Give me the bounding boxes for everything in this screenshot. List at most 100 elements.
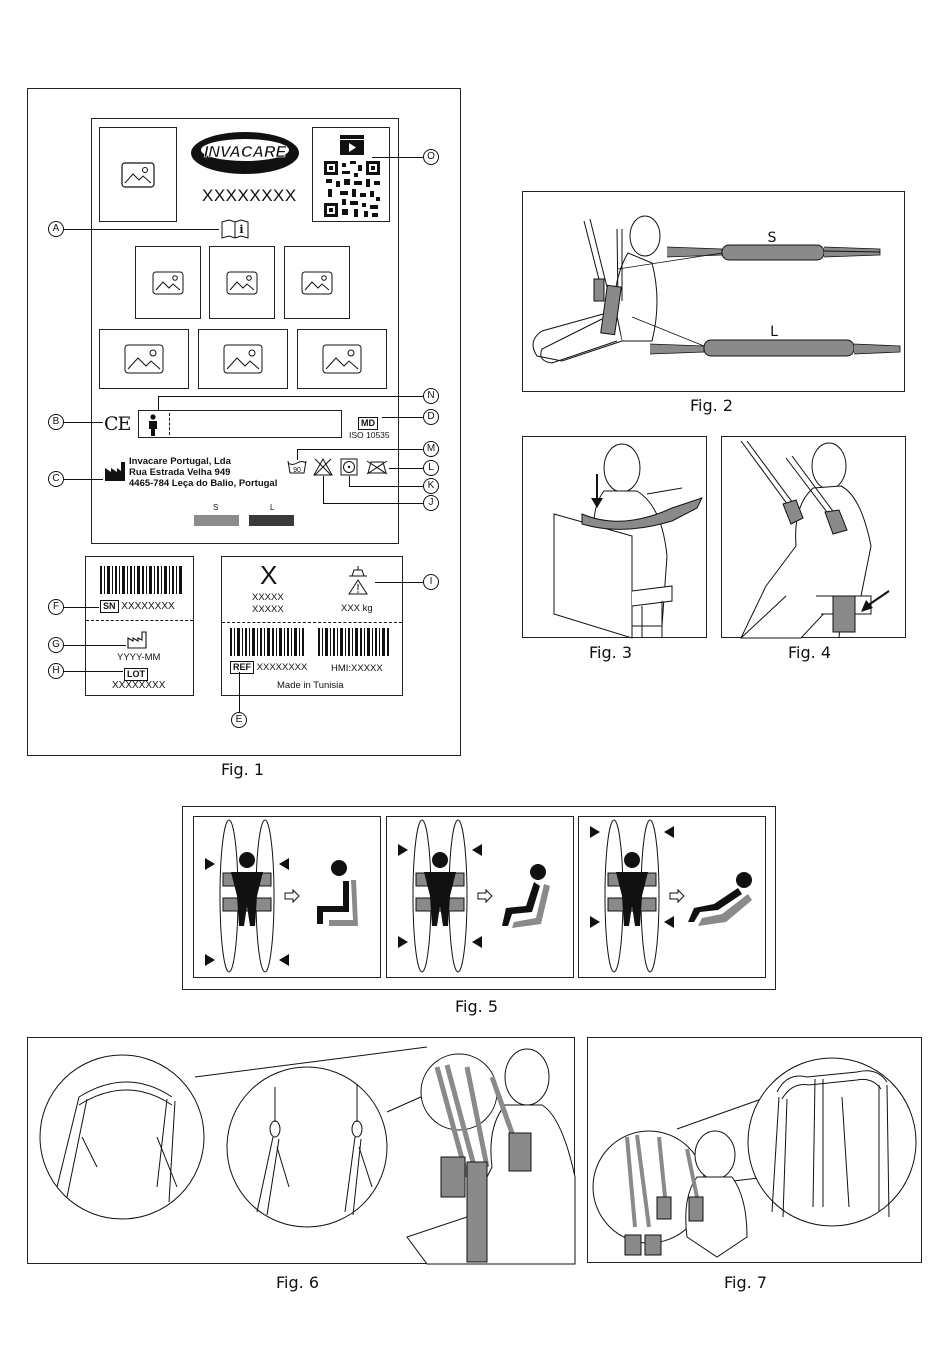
ce-mark: CE [104, 413, 130, 435]
image-icon [152, 271, 184, 295]
caption-fig4: Fig. 4 [788, 643, 831, 662]
sn-tag: SN [100, 600, 119, 613]
hmi-code: HMI:XXXXX [331, 663, 383, 674]
model-number: XXXXXXXX [202, 186, 297, 206]
callout-o: O [423, 149, 439, 165]
barcode-hmi [318, 628, 390, 656]
caption-fig1: Fig. 1 [221, 760, 264, 779]
manufacturer-line1: Invacare Portugal, Lda [129, 456, 231, 467]
fig5-panel-1-drawing [193, 816, 381, 978]
qr-box [312, 127, 390, 222]
callout-k: K [423, 478, 439, 494]
callout-d: D [423, 409, 439, 425]
leader-m-drop [297, 449, 298, 460]
fig5-panel-3-drawing [578, 816, 766, 978]
instructions-book-icon: i [221, 219, 249, 239]
caption-fig7: Fig. 7 [724, 1273, 767, 1292]
do-not-iron-icon [365, 459, 389, 475]
size-s-swatch [194, 515, 239, 526]
callout-h: H [48, 663, 64, 679]
manufacture-date: YYYY-MM [117, 652, 160, 663]
sn-row: SN XXXXXXXX [100, 600, 175, 613]
leader-k [349, 486, 423, 487]
brand-text: INVACARE [204, 144, 288, 161]
leader-i [375, 582, 423, 583]
image-icon [322, 344, 362, 374]
ref-value: XXXXXXXX [257, 662, 308, 673]
fig7-drawing [587, 1037, 922, 1263]
md-mark: MD [358, 413, 378, 431]
fig4-drawing [721, 436, 906, 638]
do-not-bleach-icon [313, 458, 333, 476]
size-code-1: XXXXX [252, 592, 284, 603]
leader-h [63, 671, 123, 672]
leader-j [323, 503, 423, 504]
leader-a [63, 229, 219, 230]
leader-j-rise [323, 476, 324, 503]
image-placeholder-row2-1 [99, 329, 189, 389]
barcode-ref [230, 628, 308, 656]
image-placeholder-row2-2 [198, 329, 288, 389]
size-l-swatch [249, 515, 294, 526]
image-placeholder-row1-3 [284, 246, 350, 319]
ref-tag: REF [230, 661, 254, 674]
barcode-sn [100, 566, 184, 594]
patient-name-field [138, 410, 342, 438]
leader-c [63, 479, 103, 480]
max-load: XXX kg [341, 603, 373, 614]
person-icon [148, 414, 158, 436]
product-divider [222, 622, 402, 623]
qr-code [324, 161, 380, 217]
image-icon [226, 271, 258, 295]
field-divider [169, 413, 170, 435]
leader-d [382, 417, 423, 418]
image-icon [223, 344, 263, 374]
max-load-icon [347, 566, 369, 596]
caption-fig6: Fig. 6 [276, 1273, 319, 1292]
svg-text:90: 90 [293, 467, 301, 474]
leader-n [158, 396, 423, 397]
fig3-drawing [522, 436, 707, 638]
callout-i: I [423, 574, 439, 590]
callout-g: G [48, 637, 64, 653]
lot-value: XXXXXXXX [112, 680, 165, 691]
leader-l [389, 468, 423, 469]
image-placeholder-row2-3 [297, 329, 387, 389]
manufacturer-line3: 4465-784 Leça do Balio, Portugal [129, 478, 277, 489]
caption-fig2: Fig. 2 [690, 396, 733, 415]
invacare-logo: INVACARE [190, 130, 300, 176]
image-placeholder-main [99, 127, 177, 222]
svg-text:i: i [239, 223, 243, 236]
leader-b [63, 422, 103, 423]
callout-f: F [48, 599, 64, 615]
image-placeholder-row1-1 [135, 246, 201, 319]
size-code-2: XXXXX [252, 604, 284, 615]
serial-divider [86, 620, 193, 621]
callout-j: J [423, 495, 439, 511]
fig5-panel-2-drawing [386, 816, 574, 978]
callout-m: M [423, 441, 439, 457]
caption-fig3: Fig. 3 [589, 643, 632, 662]
fig2-drawing: S L [522, 191, 905, 392]
leader-f [63, 607, 99, 608]
product-label [221, 556, 403, 696]
caption-fig5: Fig. 5 [455, 997, 498, 1016]
leader-m [297, 449, 423, 450]
sn-value: XXXXXXXX [121, 601, 174, 612]
manufacture-date-icon [127, 631, 149, 649]
image-icon [121, 162, 155, 188]
wash-90-icon: 90 [287, 460, 307, 474]
fig6-drawing [27, 1037, 575, 1264]
image-placeholder-row1-2 [209, 246, 275, 319]
iso-standard: ISO 10535 [349, 430, 390, 440]
tumble-dry-icon [340, 458, 358, 476]
strap-size-s: S [768, 230, 777, 246]
size-letter: X [260, 560, 277, 591]
callout-a: A [48, 221, 64, 237]
made-in: Made in Tunisia [277, 680, 344, 691]
leader-k-rise [349, 476, 350, 486]
callout-c: C [48, 471, 64, 487]
size-s-label: S [213, 503, 218, 512]
callout-l: L [423, 460, 439, 476]
size-l-label: L [270, 503, 274, 512]
